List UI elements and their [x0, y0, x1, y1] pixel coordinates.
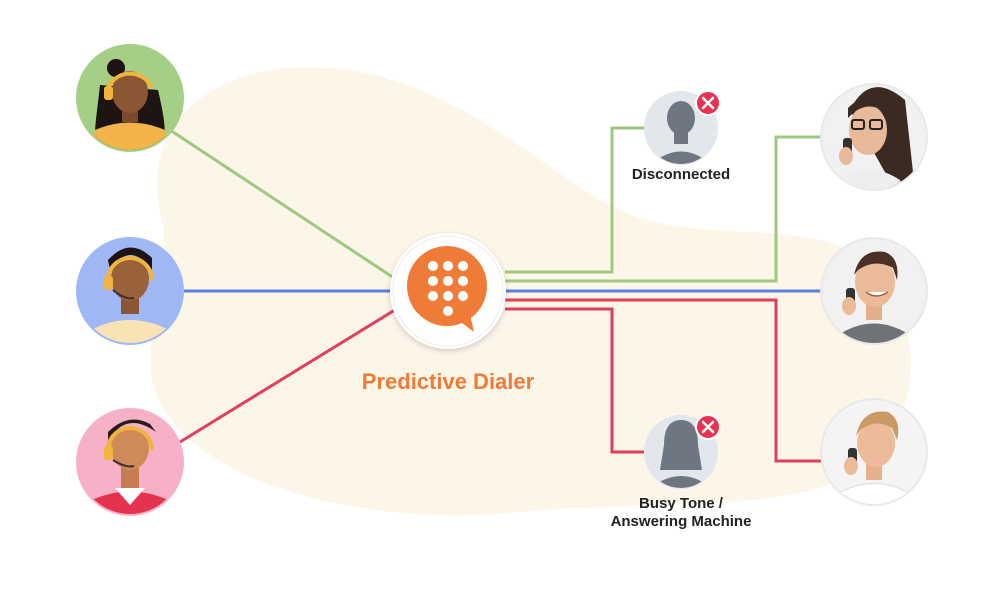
line-hub-disconnected [505, 126, 645, 274]
outcome-disconnected-avatar [644, 90, 721, 165]
failed-x-icon [695, 414, 721, 440]
outcome-disconnected-label: Disconnected [631, 166, 731, 183]
recipient-2-avatar [820, 237, 928, 345]
outcome-busy-label-line2: Answering Machine [610, 513, 752, 530]
line-hub-recipient1 [505, 135, 822, 283]
line-agent1-hub [169, 128, 401, 284]
line-hub-recipient3 [505, 298, 822, 463]
failed-x-icon [695, 90, 721, 116]
outcome-busy-avatar [644, 414, 721, 489]
agent-1-avatar [76, 44, 184, 152]
predictive-dialer-label: Predictive Dialer [361, 369, 535, 394]
outcome-busy-label: Busy Tone / Answering Machine [571, 495, 791, 531]
line-hub-busy [505, 307, 645, 454]
agent-3-avatar [76, 408, 184, 516]
outcome-busy-label-line1: Busy Tone / [639, 495, 723, 512]
recipient-3-avatar [820, 398, 928, 506]
dial-pad-chat-icon [407, 246, 487, 332]
line-agent3-hub [179, 306, 399, 444]
agent-2-avatar [76, 237, 184, 345]
connection-lines [169, 126, 822, 463]
predictive-dialer-hub [390, 233, 506, 349]
recipient-1-avatar [820, 83, 928, 191]
